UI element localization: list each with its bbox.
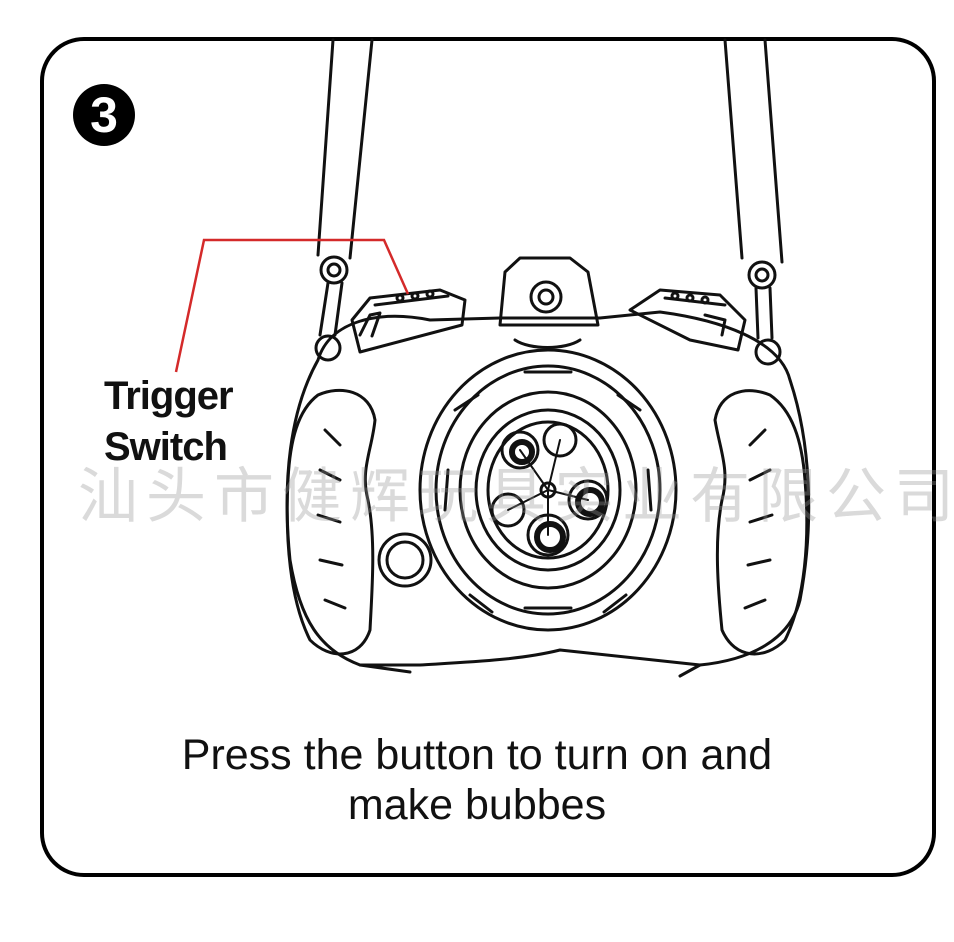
step-number-badge: 3 — [73, 84, 135, 146]
callout-line — [174, 238, 410, 373]
trigger-label: Trigger — [104, 374, 234, 418]
strap-icon — [316, 38, 784, 264]
caption-line-2: make bubbes — [347, 781, 607, 829]
instruction-panel — [40, 37, 936, 877]
caption-line-1: Press the button to turn on and — [181, 731, 773, 779]
switch-label: Switch — [104, 425, 228, 469]
